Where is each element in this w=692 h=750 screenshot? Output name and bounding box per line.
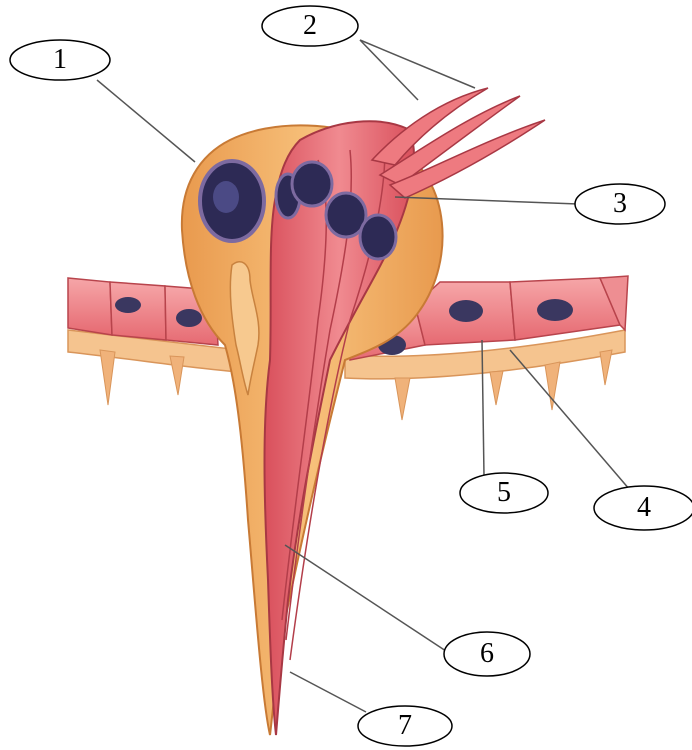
label-7: 7: [355, 706, 455, 746]
label-2: 2: [260, 6, 360, 46]
label-3: 3: [570, 184, 670, 224]
label-4: 4: [594, 488, 692, 528]
label-5: 5: [454, 473, 554, 513]
label-6: 6: [437, 634, 537, 674]
label-1: 1: [10, 40, 110, 80]
